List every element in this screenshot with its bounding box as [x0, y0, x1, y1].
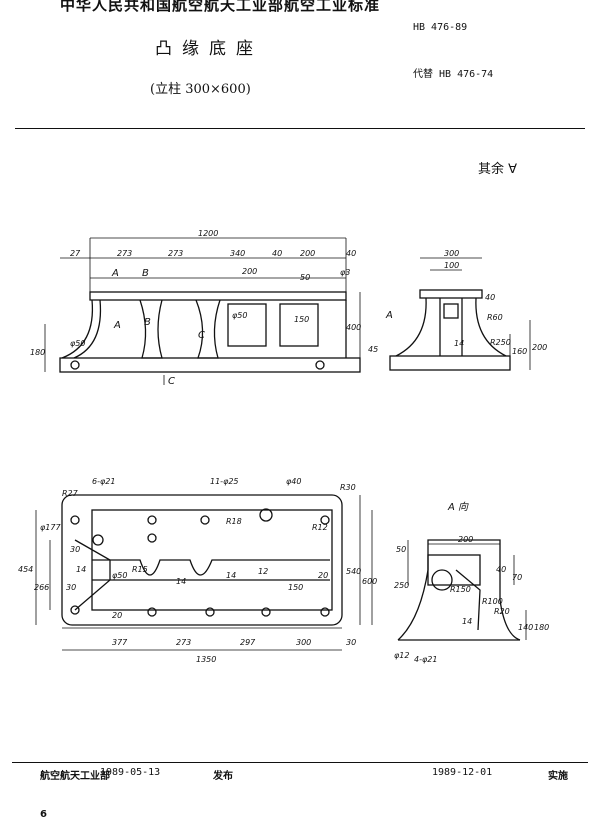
footer-divider	[12, 762, 588, 763]
standard-header-title: 中华人民共和国航空航天工业部航空工业标准	[60, 0, 381, 14]
top-view	[61, 494, 343, 626]
dim-11-phi25: 11-φ25	[210, 477, 239, 486]
dim-300: 300	[444, 249, 459, 258]
dim-160: 160	[512, 347, 527, 356]
header-divider	[15, 128, 585, 129]
implementation-date: 1989-12-01	[432, 767, 493, 778]
dim-14-c: 14	[226, 571, 236, 580]
a-direction-label: A 向	[447, 501, 469, 513]
dim-200-side: 200	[532, 343, 547, 352]
dim-phi177: φ177	[40, 523, 61, 532]
dim-40: 40	[272, 249, 282, 258]
dim-50-a: 50	[396, 545, 406, 554]
dim-r27: R27	[62, 489, 79, 498]
dim-30-left: 30	[66, 583, 76, 592]
dim-150-top: 150	[288, 583, 303, 592]
dim-540: 540	[346, 567, 361, 576]
dim-70-a: 70	[512, 573, 522, 582]
side-view	[389, 289, 511, 371]
section-label-c2: C	[168, 376, 175, 387]
dim-27: 27	[70, 249, 81, 258]
dim-45: 45	[368, 345, 378, 354]
dim-r100-a: R100	[482, 597, 503, 606]
dim-180-a: 180	[534, 623, 549, 632]
dim-100: 100	[444, 261, 459, 270]
dim-30-end: 30	[346, 638, 356, 647]
implement-label: 实施	[548, 771, 568, 782]
dim-1350: 1350	[196, 655, 216, 664]
dim-r12: R12	[312, 523, 328, 532]
issuer: 航空航天工业部	[40, 771, 110, 782]
part-subtitle: (立柱 300×600)	[150, 82, 251, 97]
dim-200-inner: 200	[242, 267, 257, 276]
dim-r150-a: R150	[450, 585, 471, 594]
dim-phi12-a: φ12	[394, 651, 409, 660]
dim-20-right: 20	[318, 571, 328, 580]
dim-400: 400	[346, 323, 361, 332]
a-direction-view	[397, 539, 521, 641]
dim-140-a: 140	[518, 623, 533, 632]
section-label-a: A	[111, 268, 119, 279]
dim-20-bottom: 20	[112, 611, 122, 620]
dim-200: 200	[300, 249, 315, 258]
standard-number: HB 476-89	[413, 22, 468, 33]
dim-30-top: 30	[70, 545, 80, 554]
dim-phi50-b: φ50	[232, 311, 247, 320]
page-number: 6	[40, 809, 47, 820]
dim-273-b: 273	[168, 249, 183, 258]
dim-r30: R30	[340, 483, 356, 492]
part-name: 凸缘底座	[155, 39, 263, 59]
dim-340: 340	[230, 249, 245, 258]
dim-200-a: 200	[458, 535, 473, 544]
front-view	[59, 291, 361, 373]
dim-454: 454	[18, 565, 33, 574]
dim-phi50-a: φ50	[70, 339, 85, 348]
dim-14-a: 14	[76, 565, 86, 574]
dim-377: 377	[112, 638, 128, 647]
dim-150: 150	[294, 315, 309, 324]
dim-14-a-view: 14	[462, 617, 472, 626]
dim-phi3: φ3	[340, 268, 350, 277]
dim-297: 297	[240, 638, 256, 647]
side-view-label: A	[385, 310, 393, 321]
section-label-a2: A	[113, 320, 121, 331]
dim-266: 266	[34, 583, 49, 592]
dim-phi50-top: φ50	[112, 571, 127, 580]
dim-4-phi21-a: 4-φ21	[414, 655, 437, 664]
section-label-b: B	[142, 268, 149, 279]
issue-date: 1989-05-13	[100, 767, 161, 778]
dim-phi40: φ40	[286, 477, 301, 486]
dim-250-a: 250	[394, 581, 409, 590]
dim-40-right: 40	[346, 249, 356, 258]
dim-r250: R250	[490, 338, 511, 347]
dim-50: 50	[300, 273, 310, 282]
publish-label: 发布	[213, 771, 233, 782]
dim-600: 600	[362, 577, 377, 586]
dim-273-a: 273	[117, 249, 132, 258]
dim-40-side: 40	[485, 293, 495, 302]
dim-14-b: 14	[176, 577, 186, 586]
dim-12-top: 12	[258, 567, 268, 576]
dim-r15: R15	[132, 565, 148, 574]
dim-273-top: 273	[176, 638, 191, 647]
dim-40-a: 40	[496, 565, 506, 574]
section-label-c: C	[198, 330, 205, 341]
dim-14-side: 14	[454, 339, 464, 348]
dim-180: 180	[30, 348, 45, 357]
dim-r20-a: R20	[494, 607, 510, 616]
surface-roughness-note: 其余 ∀	[478, 162, 518, 177]
replaces-standard: 代替 HB 476-74	[413, 69, 494, 80]
dim-r18: R18	[226, 517, 242, 526]
dim-300-top: 300	[296, 638, 311, 647]
dim-r60: R60	[487, 313, 503, 322]
section-label-b2: B	[144, 317, 151, 328]
dim-1200: 1200	[198, 229, 218, 238]
dim-6-phi21: 6-φ21	[92, 477, 115, 486]
